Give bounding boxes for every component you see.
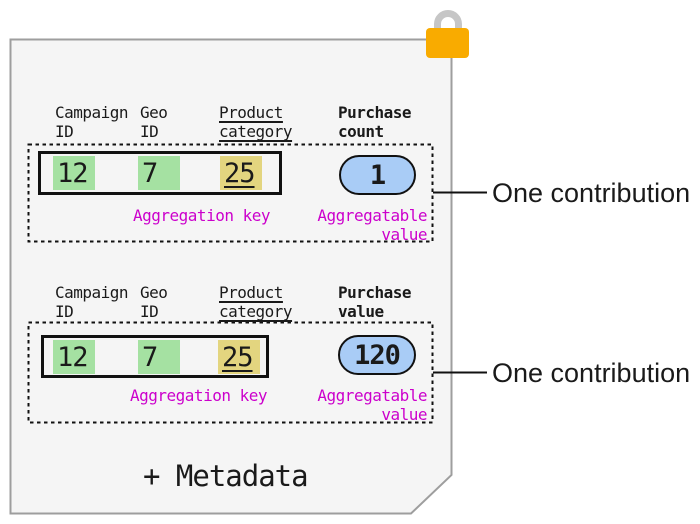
lock-body [426,28,469,58]
header-product-category: Product category [219,103,293,141]
document-shape [9,38,453,515]
key-cell-value: 12 [57,341,89,373]
pill-value: 120 [354,339,401,371]
key-cell-value: 25 [222,341,254,373]
aggregation-key-label-1: Aggregation key [133,206,271,225]
metadata-label: + Metadata [143,459,309,493]
header-purchase-value: Purchase value [338,283,412,321]
key-cell-geo-id-1: 7 [138,156,180,190]
pill-value: 1 [369,159,386,191]
one-contribution-label-2: One contribution [492,358,691,388]
one-contribution-label-1: One contribution [492,178,691,208]
key-cell-value: 7 [142,341,158,373]
key-cell-campaign-id-2: 12 [53,340,95,374]
header-product-category-2: Product category [219,283,293,321]
aggregatable-value-label-2: Aggregatable value [317,386,427,424]
aggregation-key-box-1 [38,151,282,195]
aggregatable-value-pill-1: 1 [339,155,416,195]
key-cell-product-category-1: 25 [220,156,262,190]
header-geo-id: Geo ID [140,103,168,141]
aggregatable-value-pill-2: 120 [338,335,416,375]
aggregation-key-box-2 [41,335,269,378]
header-geo-id-2: Geo ID [140,283,168,321]
aggregatable-value-label-1: Aggregatable value [317,206,427,244]
key-cell-product-category-2: 25 [218,340,260,374]
header-campaign-id: Campaign ID [55,103,129,141]
contribution-1-dashed-box [27,143,434,243]
key-cell-geo-id-2: 7 [138,340,180,374]
header-purchase-count: Purchase count [338,103,412,141]
key-cell-value: 7 [142,157,158,189]
header-campaign-id-2: Campaign ID [55,283,129,321]
key-cell-value: 12 [57,157,89,189]
key-cell-value: 25 [224,157,256,189]
lock-shackle [434,10,462,31]
aggregation-key-label-2: Aggregation key [130,386,268,405]
lock-icon [426,10,469,58]
key-cell-campaign-id-1: 12 [53,156,95,190]
